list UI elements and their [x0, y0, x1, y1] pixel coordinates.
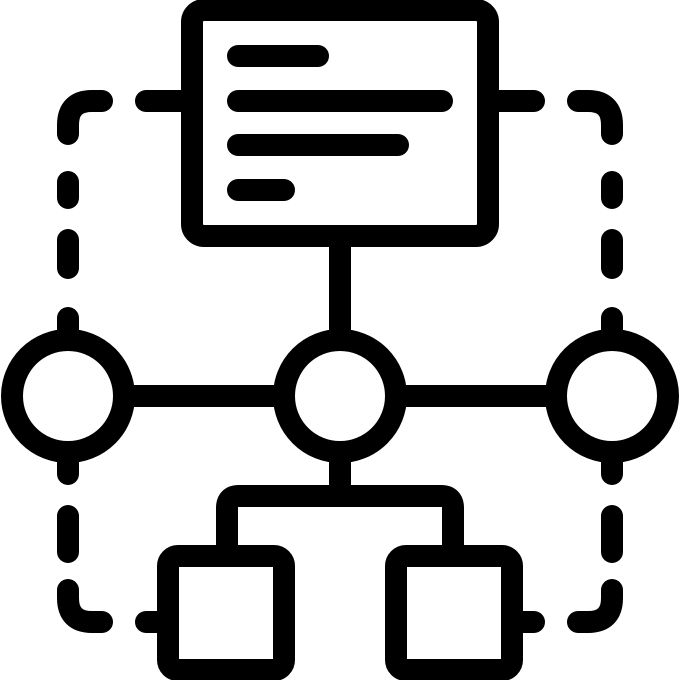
right-dashed-loop [567, 90, 623, 633]
right-circle-node [545, 329, 679, 463]
right-dash-top-corner [567, 90, 623, 145]
center-circle-node [273, 329, 407, 463]
left-circle-node [1, 329, 135, 463]
left-square-node [157, 545, 295, 680]
left-dash-top-corner [57, 90, 113, 145]
left-dash-bottom-corner [57, 579, 113, 633]
left-dashed-loop [57, 90, 113, 633]
right-square-node [385, 545, 523, 680]
document-lines-icon [227, 45, 453, 201]
right-dash-bottom-corner [567, 579, 623, 633]
document-box [181, 0, 499, 247]
branch-connector [216, 485, 464, 567]
